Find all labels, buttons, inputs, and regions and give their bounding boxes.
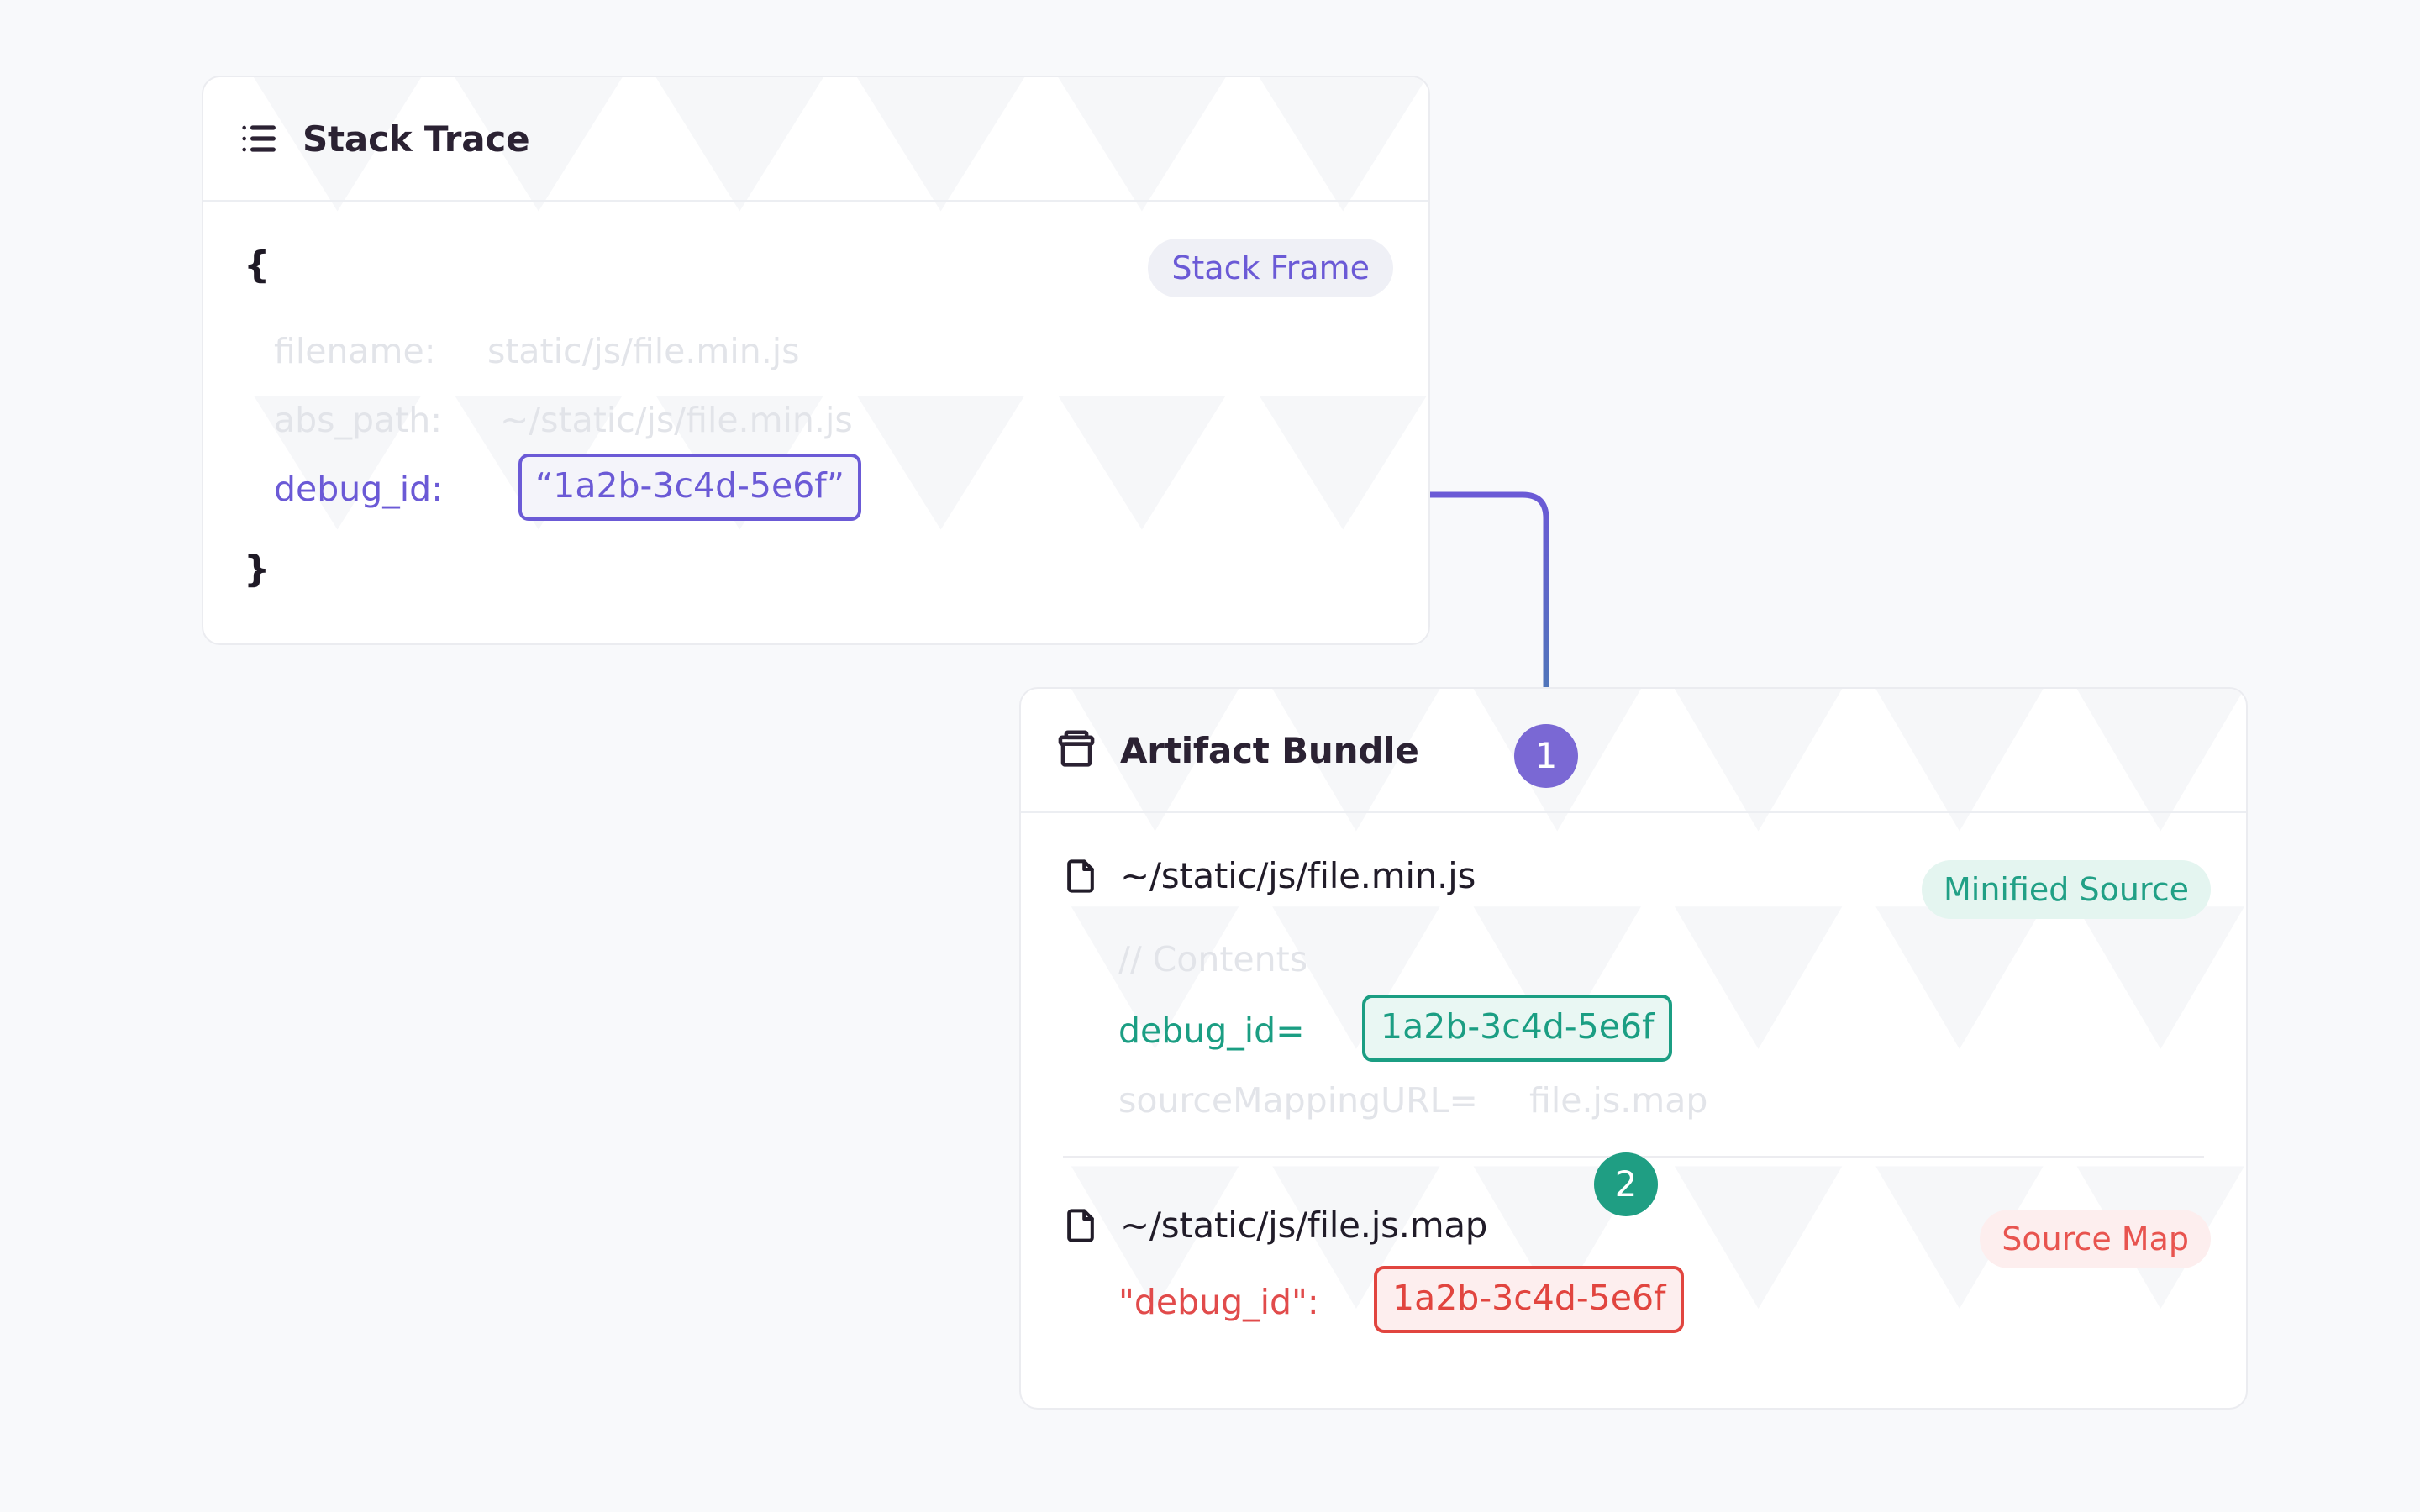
minified-debug-id-key: debug_id= [1118, 1011, 1305, 1051]
stack-trace-title: Stack Trace [302, 118, 530, 160]
stack-frame-tag: Stack Frame [1148, 239, 1393, 297]
minified-debug-id-value[interactable]: 1a2b-3c4d-5e6f [1362, 995, 1673, 1062]
step-badge-1[interactable]: 1 [1514, 724, 1578, 788]
json-close-brace: } [244, 548, 271, 591]
file-row[interactable]: ~/static/js/file.min.js [1061, 855, 1476, 896]
file-icon [1061, 857, 1100, 895]
json-open-brace: { [244, 244, 271, 286]
stack-trace-card-header: Stack Trace [203, 77, 1428, 202]
step-badge-2[interactable]: 2 [1594, 1152, 1658, 1216]
file-name: ~/static/js/file.min.js [1120, 855, 1476, 896]
file-row[interactable]: ~/static/js/file.js.map [1061, 1205, 1487, 1246]
artifact-bundle-card-body: ~/static/js/file.min.js Minified Source … [1021, 813, 2246, 1408]
artifact-bundle-title: Artifact Bundle [1120, 729, 1419, 771]
abs-path-key: abs_path: [274, 400, 443, 440]
source-map-tag: Source Map [1980, 1210, 2211, 1268]
sourcemap-debug-id-key: "debug_id": [1118, 1282, 1319, 1322]
artifact-bundle-card-header: Artifact Bundle [1021, 689, 2246, 813]
list-icon [237, 117, 281, 160]
filename-key: filename: [274, 331, 436, 371]
abs-path-value: ~/static/js/file.min.js [500, 400, 853, 440]
minified-source-tag: Minified Source [1921, 860, 2211, 919]
sourcemap-debug-id-value[interactable]: 1a2b-3c4d-5e6f [1374, 1266, 1685, 1333]
artifact-bundle-card: Artifact Bundle ~/static/js/file.min.js … [1019, 687, 2248, 1410]
debug-id-key: debug_id: [274, 469, 444, 509]
source-mapping-url-key: sourceMappingURL= [1118, 1080, 1478, 1121]
file-name: ~/static/js/file.js.map [1120, 1205, 1488, 1246]
stack-frame-debug-id-value[interactable]: “1a2b-3c4d-5e6f” [518, 454, 861, 521]
filename-value: static/js/file.min.js [487, 331, 800, 371]
contents-comment: // Contents [1118, 939, 1308, 979]
package-icon [1055, 728, 1098, 772]
stack-trace-card: Stack Trace Stack Frame { filename: stat… [202, 76, 1430, 645]
file-icon [1061, 1206, 1100, 1245]
stack-trace-card-body: Stack Frame { filename: static/js/file.m… [203, 202, 1428, 643]
source-mapping-url-value: file.js.map [1529, 1080, 1708, 1121]
